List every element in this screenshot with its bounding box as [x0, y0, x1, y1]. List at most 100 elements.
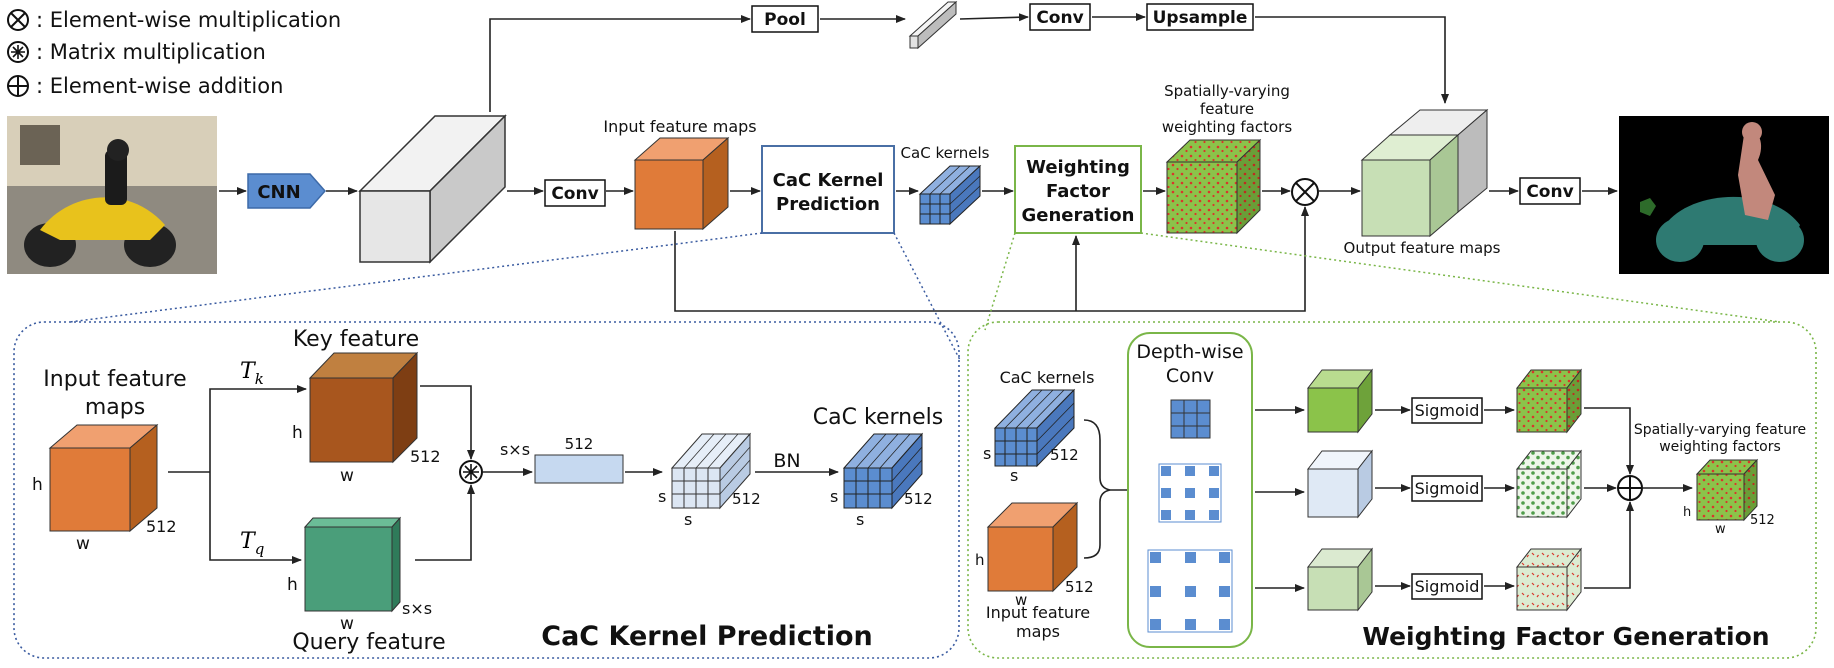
lp-query-h: h	[287, 575, 298, 595]
spatial-top-line3: weighting factors	[1162, 118, 1292, 136]
otimes-icon	[7, 9, 29, 31]
weighting-factor-generation-box	[1014, 145, 1142, 234]
output-feature-cube	[1360, 108, 1489, 238]
legend-matrix-mult: : Matrix multiplication	[36, 40, 266, 64]
lp-input-w: w	[76, 534, 90, 554]
rp-depthwise-line2: Conv	[1166, 365, 1214, 387]
rp-input-cube	[986, 501, 1079, 593]
lp-query-feature-label: Query feature	[292, 630, 445, 655]
cnn-label: CNN	[257, 182, 300, 203]
rp-add-node	[1617, 475, 1643, 501]
upsample-box	[1146, 3, 1254, 31]
lp-matmul-node	[459, 460, 483, 484]
rp-cac-kernels-cube	[993, 388, 1076, 468]
right-panel-arrows	[1255, 406, 1693, 592]
lp-bar-c: 512	[565, 435, 594, 453]
lp-cac-s1: s	[830, 487, 838, 506]
input-motorcycle-photo	[7, 116, 217, 274]
rp-row2-weight-cube	[1515, 449, 1583, 519]
spatial-top-line2: feature	[1200, 100, 1254, 118]
oplus-icon	[7, 75, 29, 97]
rp-row1-green-cube	[1306, 368, 1374, 434]
rp-input-w: w	[1015, 591, 1027, 609]
lp-key-cube	[308, 351, 419, 464]
lp-cac-c: 512	[904, 490, 933, 508]
lp-tk-label: Tk	[240, 359, 264, 388]
lp-light-s2: s	[684, 510, 692, 529]
rp-row1-weight-cube	[1515, 368, 1583, 434]
left-panel-arrows	[168, 385, 839, 564]
rp-cac-kernels-label: CaC kernels	[1000, 368, 1095, 387]
pooled-vector-bar	[908, 0, 958, 50]
rp-spatial-line1: Spatially-varying feature	[1634, 422, 1806, 438]
lp-input-cube	[48, 423, 159, 533]
rp-input-h: h	[975, 551, 985, 569]
conv-label: Conv	[551, 184, 598, 204]
lp-query-sxs: s×s	[402, 599, 432, 618]
lp-light-s1: s	[658, 487, 666, 506]
rp-sigmoid-1-box	[1411, 397, 1483, 424]
lp-input-line1: Input feature	[43, 367, 186, 392]
cac-kernel-prediction-line2: Prediction	[776, 194, 880, 215]
weighting-line1: Weighting	[1026, 157, 1130, 178]
lp-cac-s2: s	[856, 510, 864, 529]
lp-input-c: 512	[146, 517, 177, 536]
legend: : Element-wise multiplication : Matrix m…	[7, 8, 341, 98]
lp-tq-label: Tq	[240, 529, 264, 558]
legend-elementwise-add: : Element-wise addition	[36, 74, 283, 98]
rp-cac-s1: s	[983, 444, 991, 463]
conv-box	[544, 179, 606, 207]
ocircledast-icon	[7, 41, 29, 63]
rp-sigmoid-1: Sigmoid	[1415, 401, 1480, 420]
pool-label: Pool	[764, 10, 806, 30]
upsample-label: Upsample	[1153, 8, 1248, 28]
main-arrows	[219, 13, 1618, 312]
rp-kernel-dense	[1170, 399, 1211, 439]
weighting-line3: Generation	[1022, 205, 1135, 226]
lp-key-w: w	[340, 466, 354, 486]
final-conv-label: Conv	[1526, 182, 1573, 202]
lp-cac-kernels-cube	[842, 432, 924, 510]
rp-row3-lightgreen-cube	[1306, 547, 1374, 612]
legend-elementwise-mult: : Element-wise multiplication	[36, 8, 341, 32]
cac-kernel-prediction-box	[761, 145, 895, 234]
rp-final-w: w	[1715, 522, 1726, 537]
segmentation-output-image	[1619, 116, 1829, 274]
top-conv-label: Conv	[1036, 8, 1083, 28]
rp-final-weight-cube	[1695, 458, 1759, 522]
lp-input-h: h	[32, 475, 43, 495]
weighting-line2: Factor	[1046, 181, 1110, 202]
right-panel-title: Weighting Factor Generation	[1362, 622, 1769, 651]
multiply-node-main	[1291, 178, 1319, 206]
rp-cac-s2: s	[1010, 466, 1018, 485]
lp-query-w: w	[340, 614, 354, 634]
rp-depthwise-line1: Depth-wise	[1136, 341, 1243, 363]
pool-box	[751, 5, 819, 33]
spatial-top-line1: Spatially-varying	[1164, 82, 1290, 100]
output-feature-maps-label: Output feature maps	[1344, 239, 1501, 257]
lp-bn-label: BN	[773, 450, 800, 472]
lp-input-line2: maps	[85, 395, 145, 420]
cnn-block: CNN	[247, 173, 327, 209]
rp-final-c: 512	[1750, 513, 1775, 528]
spatial-weight-cube-top	[1165, 138, 1262, 235]
rp-row2-blue-cube	[1306, 449, 1374, 519]
lp-key-feature-label: Key feature	[293, 327, 419, 352]
lp-key-h: h	[292, 423, 303, 443]
rp-input-line1: Input feature	[986, 603, 1090, 622]
final-conv-box	[1519, 177, 1581, 205]
input-feature-maps-label: Input feature maps	[603, 117, 756, 136]
rp-cac-c: 512	[1050, 446, 1079, 464]
rp-kernel-dilated-3	[1147, 549, 1233, 633]
lp-light-c: 512	[732, 490, 761, 508]
rp-sigmoid-3: Sigmoid	[1415, 577, 1480, 596]
rp-sigmoid-2-box	[1411, 475, 1483, 502]
backbone-feature-box	[358, 114, 507, 264]
lp-flat-bar	[534, 454, 624, 484]
rp-sigmoid-3-box	[1411, 573, 1483, 600]
lp-query-cube	[303, 516, 402, 613]
left-panel-border	[13, 321, 960, 659]
rp-kernel-dilated-2	[1158, 463, 1222, 523]
lp-bar-sxs: s×s	[500, 440, 530, 459]
